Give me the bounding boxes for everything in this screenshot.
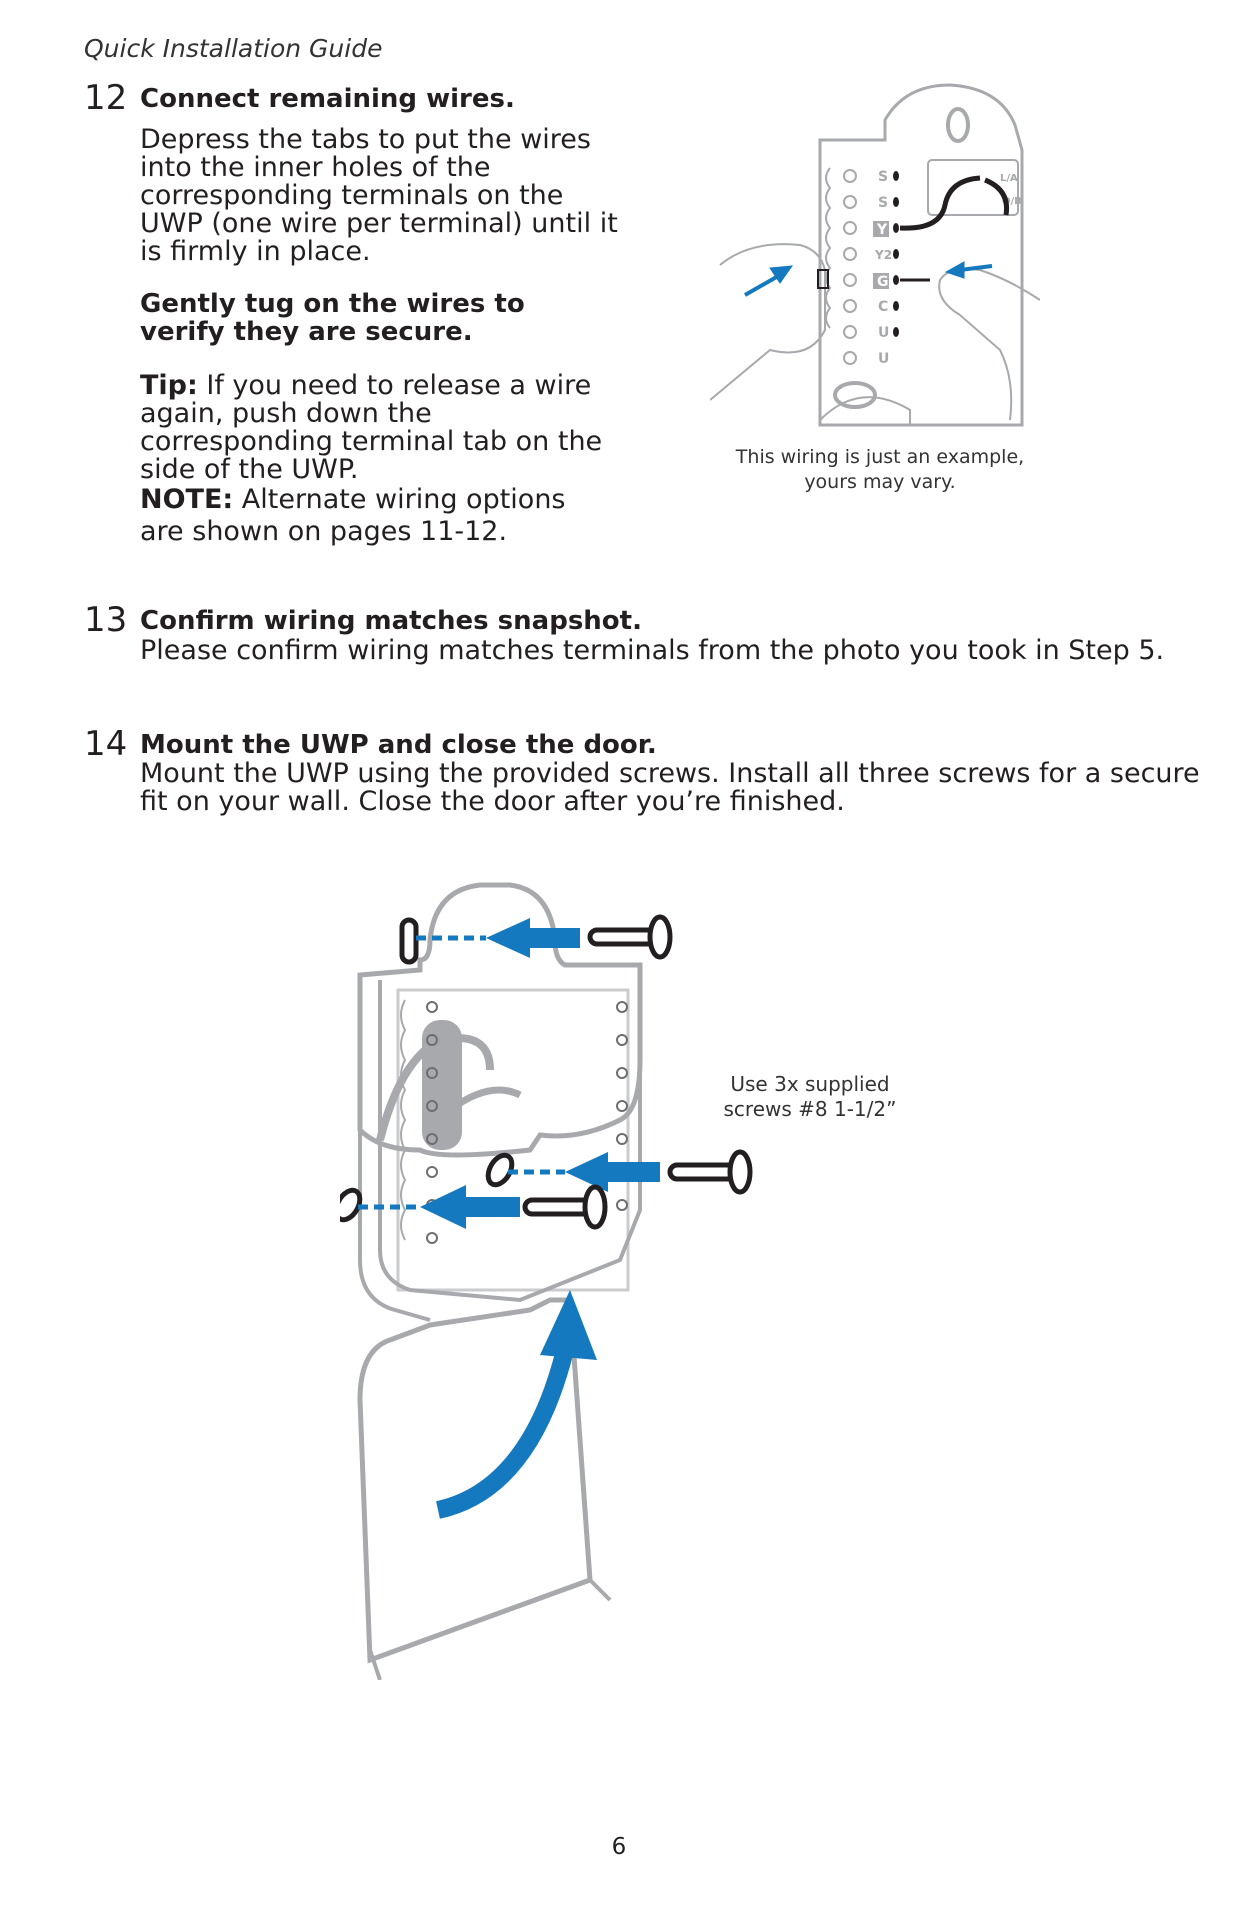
terminal-label: S xyxy=(878,195,888,211)
screw-note-line-2: screws #8 1-1/2” xyxy=(723,1097,897,1121)
step-13-text: Please confirm wiring matches terminals … xyxy=(140,635,1165,666)
step-14-text-line-1: Mount the UWP using the provided screws.… xyxy=(140,758,1200,789)
terminal-label: G xyxy=(877,274,889,290)
arrow-bottom-screw-icon xyxy=(420,1185,520,1229)
page-number: 6 xyxy=(611,1834,627,1860)
step-12-paragraph: Depress the tabs to put the wires into t… xyxy=(140,124,618,267)
side-label-la: L/A xyxy=(1000,173,1018,184)
wire-bundle xyxy=(422,1020,462,1150)
note-label: NOTE: xyxy=(140,484,234,515)
step-13-number: 13 xyxy=(84,600,128,640)
side-label-ob: O/B xyxy=(1002,196,1022,207)
top-mount-slot-icon xyxy=(399,917,419,965)
tip-text: If you need to release a wire again, pus… xyxy=(140,370,603,485)
note-text: Alternate wiring options are shown on pa… xyxy=(140,484,566,547)
figure-caption: This wiring is just an example, yours ma… xyxy=(730,445,1030,495)
terminal-label: Y2 xyxy=(874,248,892,262)
caption-line-1: This wiring is just an example, xyxy=(735,446,1025,468)
wiring-illustration: S S Y Y2 G C U U L/A O/B xyxy=(710,83,1040,427)
mount-slot-icon xyxy=(946,107,970,143)
arrow-right-screw-icon xyxy=(565,1152,660,1192)
terminal-label: S xyxy=(878,169,888,185)
close-door-arrow xyxy=(435,1347,574,1519)
step-12-note: NOTE: Alternate wiring options are shown… xyxy=(140,484,610,548)
close-door-arrowhead-icon xyxy=(540,1290,597,1360)
terminal-label: U xyxy=(878,325,889,341)
step-12-warning: Gently tug on the wires to verify they a… xyxy=(140,289,525,347)
screw-note-line-1: Use 3x supplied xyxy=(730,1072,890,1096)
arrow-right-tab-icon xyxy=(944,261,965,279)
step-13-heading: Confirm wiring matches snapshot. xyxy=(140,606,642,636)
left-hand xyxy=(710,243,826,401)
screw-top-icon xyxy=(587,914,673,960)
screw-right-icon xyxy=(667,1149,753,1195)
arrow-left-tab-icon xyxy=(769,265,794,284)
guide-title: Quick Installation Guide xyxy=(84,34,383,63)
screw-note: Use 3x supplied screws #8 1-1/2” xyxy=(700,1072,920,1122)
step-14-number: 14 xyxy=(84,724,128,764)
caption-line-2: yours may vary. xyxy=(804,471,956,493)
terminal-label: Y xyxy=(876,222,888,238)
terminal-label: C xyxy=(878,299,888,315)
right-hand xyxy=(938,267,1040,421)
arrow-top-screw-icon xyxy=(486,918,580,958)
step-12-tip: Tip: If you need to release a wire again… xyxy=(140,372,630,484)
tip-label: Tip: xyxy=(140,370,198,401)
wire-y xyxy=(899,175,981,231)
step-12-number: 12 xyxy=(84,78,128,118)
step-14-text-line-2: fit on your wall. Close the door after y… xyxy=(140,786,845,817)
screw-bottom-icon xyxy=(522,1184,608,1230)
step-12-heading: Connect remaining wires. xyxy=(140,84,515,114)
terminal-label: U xyxy=(878,351,889,367)
step-14-text: Mount the UWP using the provided screws.… xyxy=(140,760,1220,816)
step-14-heading: Mount the UWP and close the door. xyxy=(140,730,657,760)
mounting-illustration xyxy=(340,882,753,1680)
